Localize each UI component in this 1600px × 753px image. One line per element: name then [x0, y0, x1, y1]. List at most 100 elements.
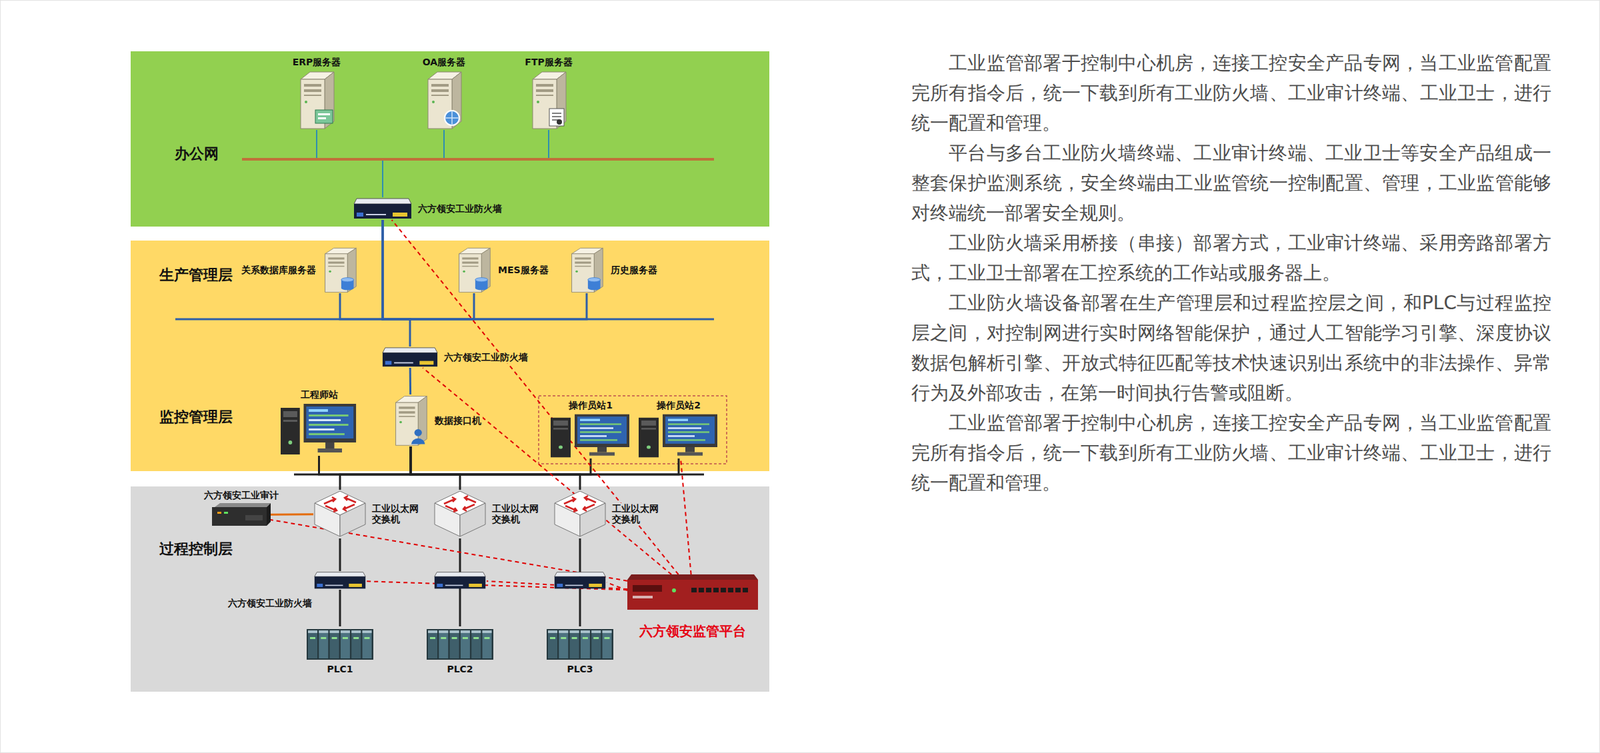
device-label: 工业以太网交换机 — [370, 503, 422, 526]
switch-icon — [553, 490, 607, 539]
description-paragraph: 工业监管部署于控制中心机房，连接工控安全产品专网，当工业监管配置完所有指令后，统… — [911, 48, 1552, 138]
device-label: 六方领安工业防火墙 — [226, 598, 314, 610]
device-node: 六方领安工业防火墙 — [352, 197, 413, 220]
network-link — [409, 368, 412, 395]
network-link — [382, 130, 549, 198]
label-anchor: 六方领安工业防火墙 — [416, 202, 504, 215]
platform-device-icon — [627, 574, 758, 610]
device-label: PLC3 — [565, 664, 594, 676]
network-link — [382, 220, 410, 347]
firewall-icon — [554, 572, 606, 590]
device-label: 工业以太网交换机 — [610, 503, 662, 526]
network-link — [410, 446, 460, 490]
workstation-icon — [550, 413, 631, 459]
server-icon — [568, 246, 606, 294]
network-link — [410, 446, 591, 475]
description-paragraph: 工业监管部署于控制中心机房，连接工控安全产品专网，当工业监管配置完所有指令后，统… — [911, 408, 1552, 498]
description-paragraph: 工业防火墙设备部署在生产管理层和过程监控层之间，和PLC与过程监控层之间，对控制… — [911, 288, 1552, 408]
label-anchor: 关系数据库服务器 — [240, 263, 318, 276]
device-label: FTP服务器 — [523, 56, 574, 68]
layer-band: 办公网 ERP服务器 OA服务器 FTP服务器六方领安工业防火墙 — [130, 51, 770, 227]
server-icon — [392, 394, 430, 447]
label-anchor: ERP服务器 — [291, 55, 343, 68]
audit-device-icon — [212, 503, 271, 527]
switch-icon — [433, 490, 487, 539]
device-label: ERP服务器 — [291, 56, 343, 68]
label-anchor: 过程控制层 — [158, 540, 234, 558]
label-anchor: 办公网 — [173, 144, 220, 162]
plc-icon — [546, 626, 614, 660]
layer-band: 过程控制层六方领安工业审计工业以太网交换机工业以太网交换机工业以太网交换机六方领… — [130, 486, 770, 692]
label-anchor: 监控管理层 — [158, 408, 234, 426]
label-anchor: 工业以太网交换机 — [610, 503, 662, 526]
device-label: 操作员站2 — [655, 400, 702, 412]
device-label: PLC1 — [325, 664, 354, 676]
firewall-icon — [313, 571, 367, 590]
device-node: 历史服务器 — [568, 246, 606, 294]
device-node: 六方领安监管平台 — [627, 574, 758, 610]
label-anchor: OA服务器 — [421, 55, 467, 68]
switch-icon — [313, 490, 367, 539]
server-icon — [321, 246, 359, 294]
label-anchor: 生产管理层 — [158, 266, 234, 284]
device-node: 工业以太网交换机 — [313, 490, 367, 539]
network-link — [382, 220, 587, 320]
workstation-icon — [638, 413, 719, 459]
network-link — [382, 130, 444, 198]
device-node: 数据接口机 — [392, 394, 430, 447]
description-text: 工业监管部署于控制中心机房，连接工控安全产品专网，当工业监管配置完所有指令后，统… — [911, 48, 1552, 498]
workstation-icon — [280, 402, 358, 456]
label-anchor: 六方领安工业审计 — [202, 488, 280, 502]
layer-label: 办公网 — [173, 144, 220, 162]
label-anchor: PLC3 — [565, 662, 594, 676]
monitor-link — [422, 368, 672, 575]
device-label: PLC2 — [445, 664, 474, 676]
firewall-icon — [352, 197, 413, 220]
monitor-link — [680, 458, 692, 575]
device-label: 历史服务器 — [609, 264, 659, 276]
device-node: 操作员站2 — [638, 413, 719, 459]
label-anchor: 工程师站 — [299, 388, 340, 401]
device-node: 工程师站 — [280, 402, 358, 456]
label-anchor: 数据接口机 — [433, 414, 483, 427]
monitor-link — [392, 220, 679, 575]
server-icon — [528, 70, 569, 130]
network-link — [410, 446, 679, 475]
device-node: 六方领安工业审计 — [212, 503, 271, 527]
label-anchor: 工业以太网交换机 — [490, 503, 542, 526]
description-paragraph: 工业防火墙采用桥接（串接）部署方式，工业审计终端、采用旁路部署方式，工业卫士部署… — [911, 228, 1552, 288]
device-label: 工程师站 — [299, 389, 340, 401]
device-label: 六方领安工业审计 — [202, 490, 280, 502]
network-link — [339, 590, 342, 627]
device-node: ERP服务器 — [296, 70, 337, 130]
device-node: PLC2 — [426, 626, 494, 660]
device-node: OA服务器 — [424, 70, 464, 130]
device-node: 关系数据库服务器 — [321, 246, 359, 294]
plc-icon — [306, 626, 374, 660]
label-anchor: 六方领安监管平台 — [638, 623, 748, 640]
network-link — [316, 130, 383, 198]
device-label: 操作员站1 — [567, 400, 614, 412]
server-icon — [296, 70, 337, 130]
label-anchor: 历史服务器 — [609, 263, 659, 276]
plc-icon — [426, 626, 494, 660]
device-node: MES服务器 — [455, 246, 493, 294]
description-paragraph: 平台与多台工业防火墙终端、工业审计终端、工业卫士等安全产品组成一整套保护监测系统… — [911, 138, 1552, 228]
device-label: MES服务器 — [496, 264, 550, 276]
server-icon — [424, 70, 464, 130]
device-label: OA服务器 — [421, 56, 467, 68]
network-link — [410, 446, 580, 490]
device-label: 数据接口机 — [433, 415, 483, 427]
device-label: 六方领安工业防火墙 — [442, 352, 530, 364]
operator-group-box — [538, 396, 727, 464]
label-anchor: PLC2 — [445, 662, 474, 676]
layer-label: 过程控制层 — [158, 540, 234, 558]
label-anchor: 六方领安工业防火墙 — [226, 596, 314, 610]
network-link — [270, 513, 314, 516]
layer-band: 生产管理层监控管理层 关系数据库服务器 MES服务器 历史服务器六方领安工业防火墙工程… — [130, 240, 770, 472]
device-node: 操作员站1 — [550, 413, 631, 459]
